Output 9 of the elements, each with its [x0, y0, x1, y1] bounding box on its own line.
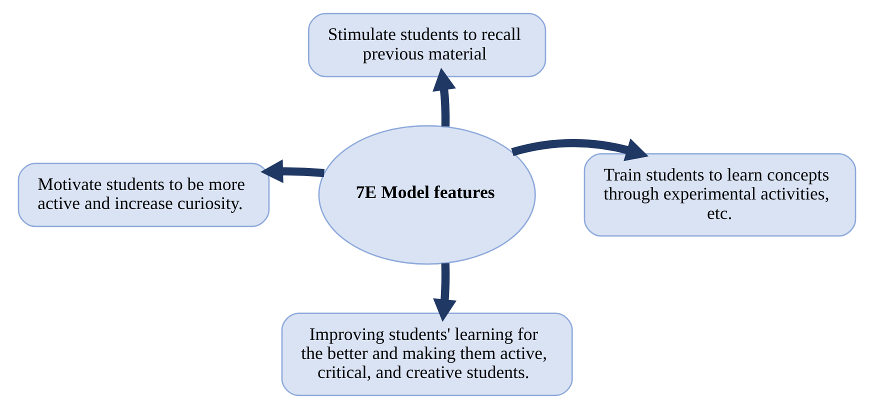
node-ellipse: 7E Model features	[318, 125, 536, 265]
arrow	[433, 263, 457, 322]
arrow	[260, 159, 325, 184]
node-box: Stimulate students to recall previous material	[308, 12, 546, 78]
node-box: Train students to learn concepts through experimental activities, etc.	[584, 153, 856, 237]
arrow	[511, 138, 649, 162]
node-box: Motivate students to be more active and increase curiosity.	[18, 162, 270, 228]
node-box: Improving students' learning for the better and making them active, critical, and creative students.	[281, 312, 573, 396]
arrow	[432, 68, 456, 126]
